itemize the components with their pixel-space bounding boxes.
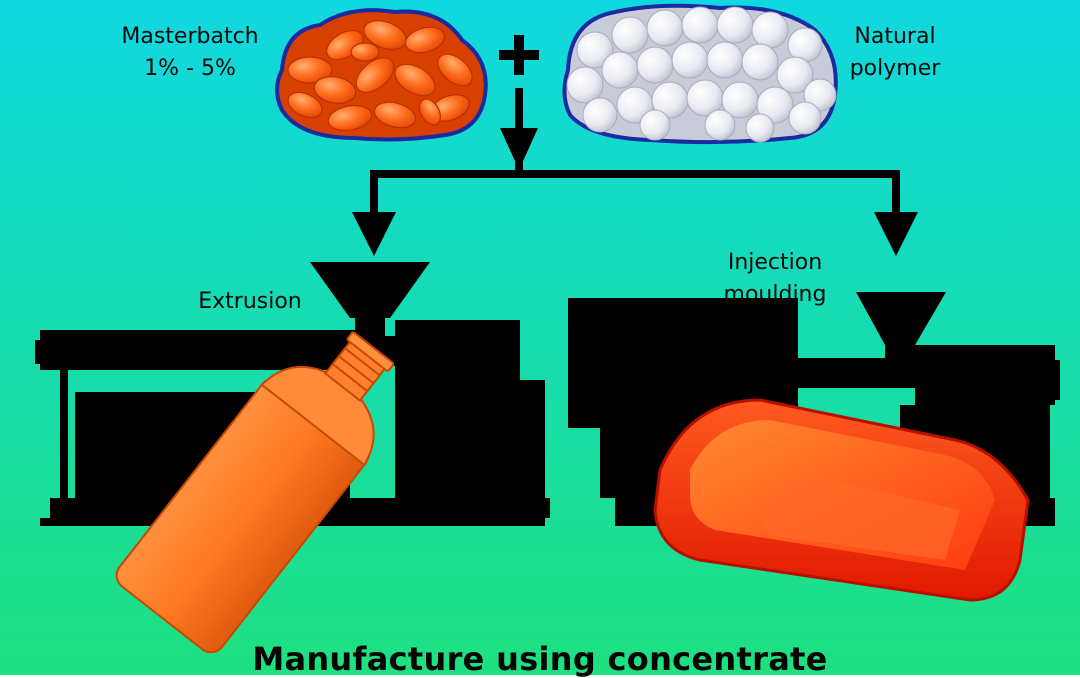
flow-arrows <box>352 88 918 256</box>
natural-polymer-label-line1: Natural <box>854 24 936 49</box>
tray-product <box>653 398 1030 602</box>
plus-icon <box>499 35 539 75</box>
masterbatch-ratio-label: 1% - 5% <box>144 56 236 81</box>
bottle-product <box>115 331 395 654</box>
extrusion-label: Extrusion <box>198 289 302 314</box>
injection-moulding-label-line2: moulding <box>723 282 827 307</box>
injection-moulding-label-line1: Injection <box>727 250 823 275</box>
natural-polymer-label-line2: polymer <box>849 56 941 81</box>
natural-polymer-pellets <box>562 3 838 145</box>
diagram-caption: Manufacture using concentrate <box>252 640 828 678</box>
masterbatch-pellets <box>275 8 488 142</box>
masterbatch-label: Masterbatch <box>121 24 259 49</box>
